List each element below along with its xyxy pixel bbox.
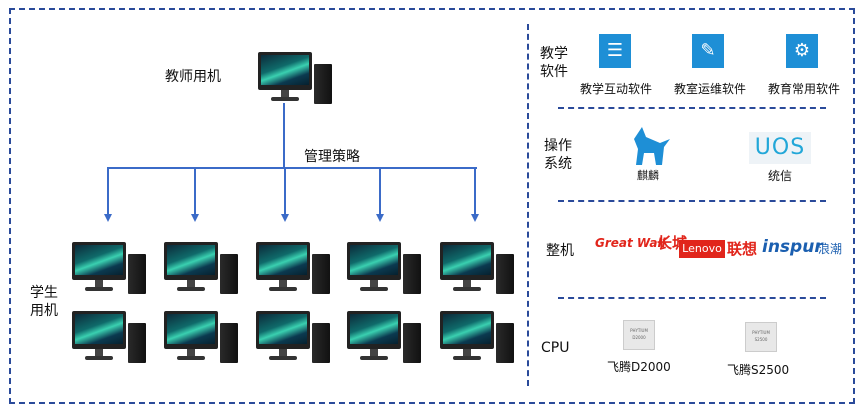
connector-branch: [474, 167, 476, 215]
student-pc: [256, 242, 334, 297]
arrow-down-icon: [376, 214, 384, 222]
student-pc: [347, 242, 425, 297]
outer-frame: [9, 8, 855, 404]
greatwall-logo: Great Wall: [595, 236, 666, 250]
divider-vertical: [527, 24, 529, 386]
student-label: 学生用机: [30, 285, 58, 319]
cpu-category: CPU: [541, 340, 570, 356]
kylin-logo: [634, 127, 670, 165]
software-item: 教室运维软件: [674, 82, 747, 96]
student-pc: [256, 311, 334, 366]
arrow-down-icon: [471, 214, 479, 222]
divider: [558, 107, 826, 109]
software-item: 教学互动软件: [580, 82, 653, 96]
uos-logo: UOS: [749, 132, 811, 164]
document-edit-icon: ✎: [692, 34, 724, 68]
student-pc: [164, 242, 242, 297]
machine-category: 整机: [546, 243, 574, 259]
divider: [558, 297, 826, 299]
teacher-label: 教师用机: [165, 69, 221, 85]
lenovo-logo-cn: 联想: [727, 240, 758, 258]
student-pc: [164, 311, 242, 366]
student-pc: [440, 311, 518, 366]
divider: [558, 200, 826, 202]
inspur-logo: inspur: [762, 237, 823, 257]
student-pc: [440, 242, 518, 297]
document-gear-icon: ☰: [599, 34, 631, 68]
os-item: 麒麟: [637, 169, 659, 182]
software-category: 教学软件: [540, 46, 568, 80]
connector-branch: [107, 167, 109, 215]
connector-branch: [379, 167, 381, 215]
connector-branch: [284, 167, 286, 215]
student-pc: [72, 311, 150, 366]
connector-branch: [194, 167, 196, 215]
student-pc: [347, 311, 425, 366]
gear-blocks-icon: ⚙: [786, 34, 818, 68]
cpu-item: 飞腾D2000: [607, 360, 671, 374]
cpu-item: 飞腾S2500: [727, 363, 790, 377]
inspur-logo-cn: 浪潮: [818, 242, 843, 256]
teacher-pc: [258, 52, 336, 107]
arrow-down-icon: [104, 214, 112, 222]
student-pc: [72, 242, 150, 297]
os-item: 统信: [768, 169, 793, 183]
policy-label: 管理策略: [304, 149, 360, 165]
lenovo-logo: Lenovo: [679, 240, 725, 258]
os-category: 操作系统: [544, 138, 572, 172]
arrow-down-icon: [281, 214, 289, 222]
arrow-down-icon: [191, 214, 199, 222]
connector-trunk: [283, 103, 285, 169]
software-item: 教育常用软件: [768, 82, 841, 96]
connector-bus: [108, 167, 477, 169]
